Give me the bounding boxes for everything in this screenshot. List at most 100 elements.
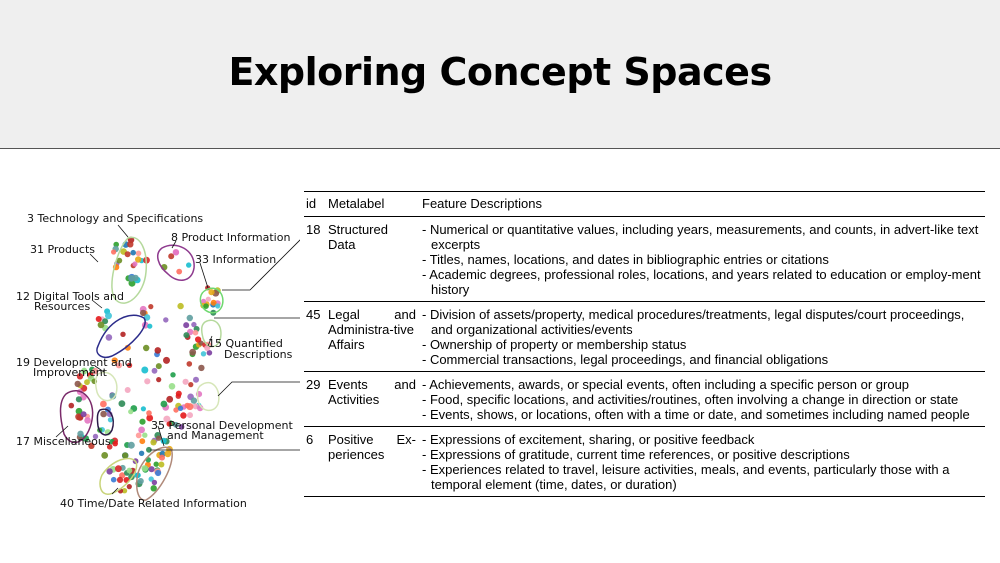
row-id: 6 bbox=[304, 426, 326, 497]
scatter-point bbox=[77, 430, 84, 437]
scatter-point bbox=[105, 312, 112, 320]
scatter-point bbox=[107, 417, 113, 423]
header-feature-descriptions: Feature Descriptions bbox=[420, 191, 985, 217]
scatter-point bbox=[146, 446, 152, 453]
description-item: - Titles, names, locations, and dates in… bbox=[422, 252, 829, 267]
scatter-point bbox=[144, 378, 151, 385]
description-item: - Expressions of excitement, sharing, or… bbox=[422, 432, 755, 447]
scatter-point bbox=[208, 289, 215, 296]
scatter-point bbox=[176, 268, 183, 275]
leader-line-40 bbox=[111, 487, 119, 495]
cluster-label-31: 31 Products bbox=[30, 243, 95, 256]
scatter-point bbox=[205, 296, 211, 302]
scatter-point bbox=[200, 351, 207, 357]
scatter-point bbox=[159, 454, 165, 461]
scatter-point bbox=[116, 257, 123, 264]
row-metalabel: Positive Ex-periences bbox=[326, 426, 420, 497]
row-descriptions: - Expressions of excitement, sharing, or… bbox=[420, 426, 985, 497]
feature-table: id Metalabel Feature Descriptions 18 Str… bbox=[304, 191, 985, 497]
scatter-point bbox=[190, 397, 198, 404]
scatter-point bbox=[132, 261, 138, 267]
cluster-label-35: 35 Personal Development bbox=[151, 419, 293, 432]
scatter-point bbox=[139, 309, 147, 317]
leader-line-31 bbox=[89, 253, 99, 263]
scatter-point bbox=[84, 417, 91, 424]
cluster-outline-19 bbox=[94, 371, 118, 402]
cluster-outline-40 bbox=[99, 457, 138, 495]
table-row: 18 Structured Data - Numerical or quanti… bbox=[304, 216, 985, 302]
cluster-label-12-line2: Resources bbox=[34, 300, 91, 313]
scatter-point bbox=[191, 321, 197, 328]
scatter-point bbox=[124, 251, 131, 258]
cluster-label-35-line2: and Management bbox=[167, 429, 264, 442]
description-item: - Expressions of gratitude, current time… bbox=[422, 447, 850, 462]
scatter-point bbox=[92, 433, 99, 440]
scatter-point bbox=[80, 411, 87, 418]
scatter-point bbox=[183, 322, 190, 329]
scatter-point bbox=[128, 275, 135, 282]
scatter-point bbox=[196, 404, 204, 412]
scatter-point bbox=[170, 372, 176, 378]
scatter-point bbox=[173, 407, 179, 413]
scatter-point bbox=[200, 298, 207, 304]
concept-scatter-plot: 3 Technology and Specifications 31 Produ… bbox=[0, 150, 300, 563]
scatter-point bbox=[146, 410, 152, 416]
row-descriptions: - Division of assets/property, medical p… bbox=[420, 301, 985, 372]
header-id: id bbox=[304, 191, 326, 217]
cluster-label-12: 12 Digital Tools and bbox=[16, 290, 124, 303]
cluster-outline-3 bbox=[111, 236, 148, 304]
cluster-outlines bbox=[59, 236, 224, 501]
scatter-point bbox=[126, 362, 133, 368]
row-id: 18 bbox=[304, 216, 326, 302]
cluster-label-17: 17 Miscellaneous bbox=[16, 435, 111, 448]
scatter-point bbox=[142, 432, 148, 438]
scatter-point bbox=[74, 380, 81, 388]
scatter-point bbox=[177, 302, 184, 310]
scatter-point bbox=[192, 329, 199, 336]
scatter-point bbox=[186, 314, 193, 322]
scatter-point bbox=[75, 413, 82, 421]
scatter-point bbox=[105, 334, 113, 341]
row-descriptions: - Achievements, awards, or special event… bbox=[420, 371, 985, 427]
scatter-point bbox=[138, 450, 145, 456]
scatter-point bbox=[164, 450, 172, 458]
scatter-point bbox=[193, 376, 199, 383]
scatter-point bbox=[111, 249, 117, 255]
leader-line-3 bbox=[117, 224, 129, 238]
scatter-point bbox=[163, 317, 169, 323]
scatter-point bbox=[186, 262, 192, 268]
description-item: - Division of assets/property, medical p… bbox=[422, 307, 965, 337]
scatter-point bbox=[141, 366, 149, 374]
scatter-point bbox=[100, 400, 107, 408]
row-metalabel: Events and Activities bbox=[326, 371, 420, 427]
scatter-point bbox=[189, 348, 197, 356]
row-descriptions: - Numerical or quantitative values, incl… bbox=[420, 216, 985, 302]
scatter-point bbox=[163, 415, 171, 423]
scatter-point bbox=[180, 412, 187, 419]
scatter-point bbox=[156, 377, 162, 383]
scatter-point bbox=[120, 331, 126, 337]
leader-line-15 bbox=[207, 335, 213, 347]
leader-line-33 bbox=[199, 262, 209, 289]
leader-line-8 bbox=[171, 240, 177, 249]
scatter-point bbox=[111, 357, 118, 364]
scatter-point bbox=[183, 332, 190, 339]
scatter-point bbox=[102, 318, 109, 325]
scatter-point bbox=[121, 488, 128, 494]
scatter-point bbox=[175, 390, 182, 397]
cluster-outline-12 bbox=[96, 314, 146, 358]
scatter-point bbox=[139, 418, 146, 425]
scatter-point bbox=[95, 316, 102, 322]
leader-line-17 bbox=[55, 425, 69, 438]
scatter-point bbox=[143, 344, 150, 352]
scatter-point bbox=[168, 383, 176, 390]
scatter-point bbox=[155, 363, 162, 370]
scatter-point bbox=[135, 432, 142, 439]
scatter-point bbox=[100, 410, 107, 418]
scatter-point bbox=[81, 368, 88, 375]
scatter-point bbox=[84, 379, 90, 386]
leader-line-35 bbox=[157, 425, 165, 447]
scatter-point bbox=[75, 396, 82, 403]
scatter-canvas bbox=[55, 224, 300, 501]
scatter-point bbox=[186, 361, 193, 367]
